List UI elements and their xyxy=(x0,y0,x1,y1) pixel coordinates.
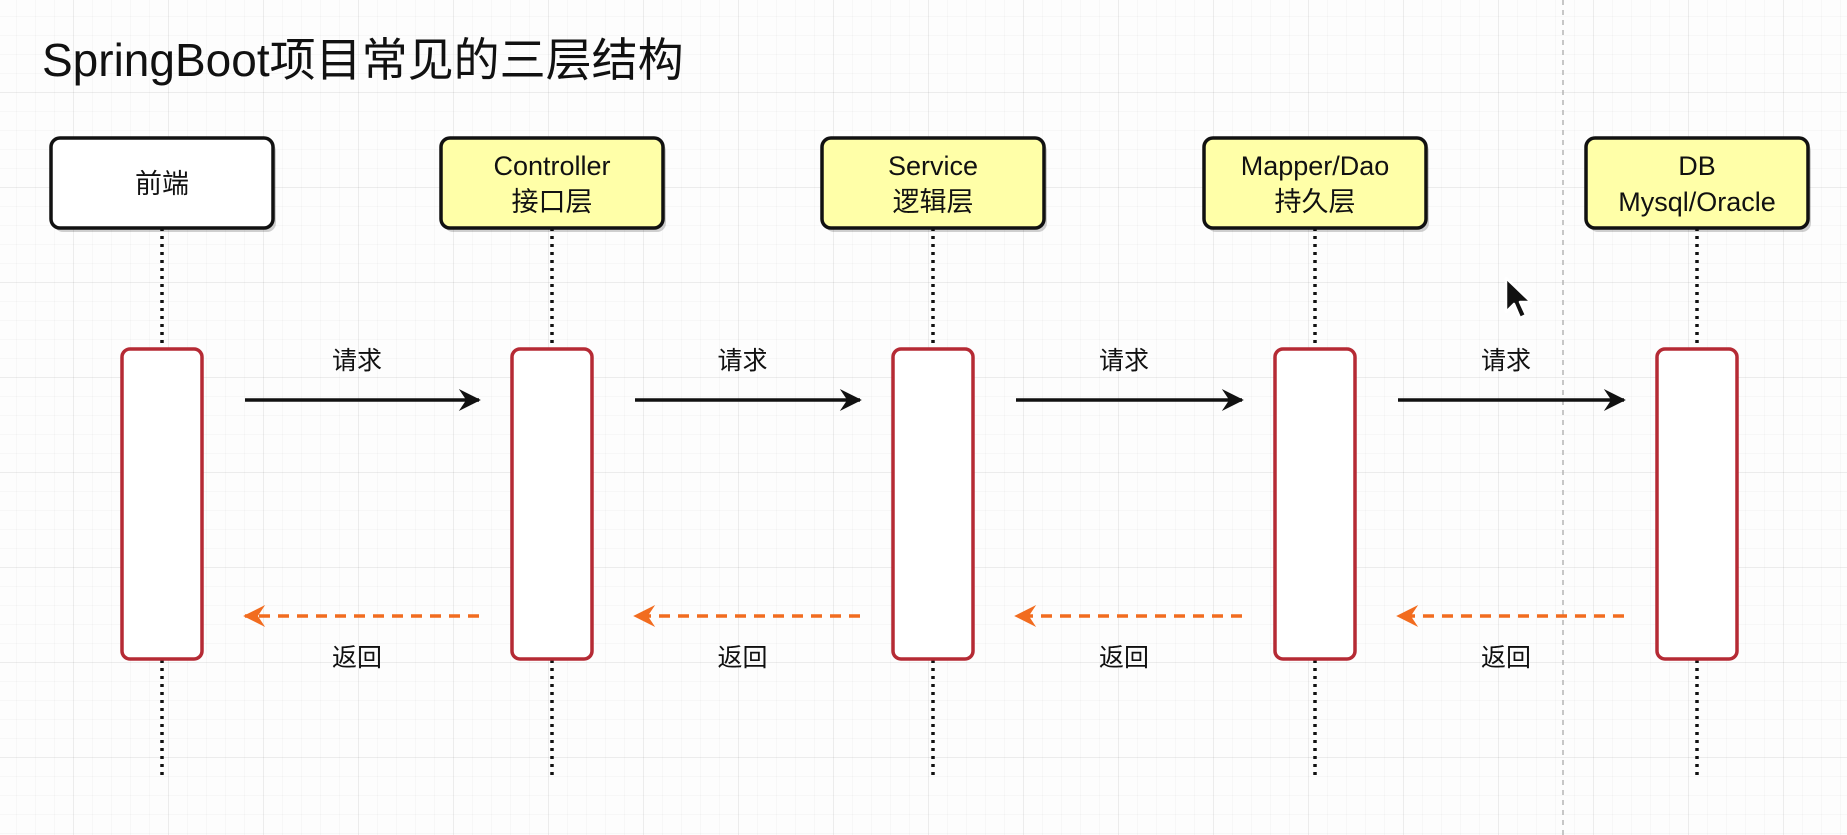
return-arrow-controller-to-frontend: 返回 xyxy=(243,605,479,672)
participant-frontend: 前端 xyxy=(49,136,276,232)
return-label: 返回 xyxy=(332,644,382,672)
participant-label: 逻辑层 xyxy=(893,187,974,217)
return-label: 返回 xyxy=(1481,644,1531,672)
participant-box xyxy=(820,136,1046,230)
activation-frontend xyxy=(120,347,204,661)
participant-label: 接口层 xyxy=(512,187,593,217)
participant-box xyxy=(439,136,665,230)
participant-label: Service xyxy=(888,151,978,181)
request-label: 请求 xyxy=(1481,347,1531,375)
return-label: 返回 xyxy=(1099,644,1149,672)
request-arrow-mapper-to-db: 请求 xyxy=(1398,347,1626,411)
activation-mapper xyxy=(1273,347,1357,661)
participant-label: DB xyxy=(1678,151,1716,181)
return-arrow-mapper-to-service: 返回 xyxy=(1014,605,1242,672)
participant-label: 持久层 xyxy=(1275,187,1356,217)
activation-controller xyxy=(510,347,594,661)
participant-box xyxy=(1584,136,1810,230)
participant-box xyxy=(1202,136,1428,230)
participant-label: Mysql/Oracle xyxy=(1618,187,1776,217)
return-arrow-service-to-controller: 返回 xyxy=(633,605,860,672)
request-arrow-controller-to-service: 请求 xyxy=(635,347,862,411)
activation-db xyxy=(1655,347,1739,661)
participant-db: DB Mysql/Oracle xyxy=(1584,136,1811,232)
mouse-cursor-icon xyxy=(1504,276,1533,320)
participant-controller: Controller 接口层 xyxy=(439,136,666,232)
participant-label: Controller xyxy=(493,151,610,181)
request-arrow-frontend-to-controller: 请求 xyxy=(245,347,481,411)
return-label: 返回 xyxy=(717,644,767,672)
participant-service: Service 逻辑层 xyxy=(820,136,1047,232)
participant-mapper: Mapper/Dao 持久层 xyxy=(1202,136,1429,232)
request-label: 请求 xyxy=(332,347,382,375)
request-label: 请求 xyxy=(1099,347,1149,375)
participant-label: 前端 xyxy=(135,169,189,199)
activation-service xyxy=(891,347,975,661)
request-arrow-service-to-mapper: 请求 xyxy=(1016,347,1244,411)
participant-label: Mapper/Dao xyxy=(1241,151,1390,181)
diagram-title: SpringBoot项目常见的三层结构 xyxy=(42,34,684,86)
request-label: 请求 xyxy=(717,347,767,375)
return-arrow-db-to-mapper: 返回 xyxy=(1396,605,1624,672)
participant-box xyxy=(49,136,275,230)
